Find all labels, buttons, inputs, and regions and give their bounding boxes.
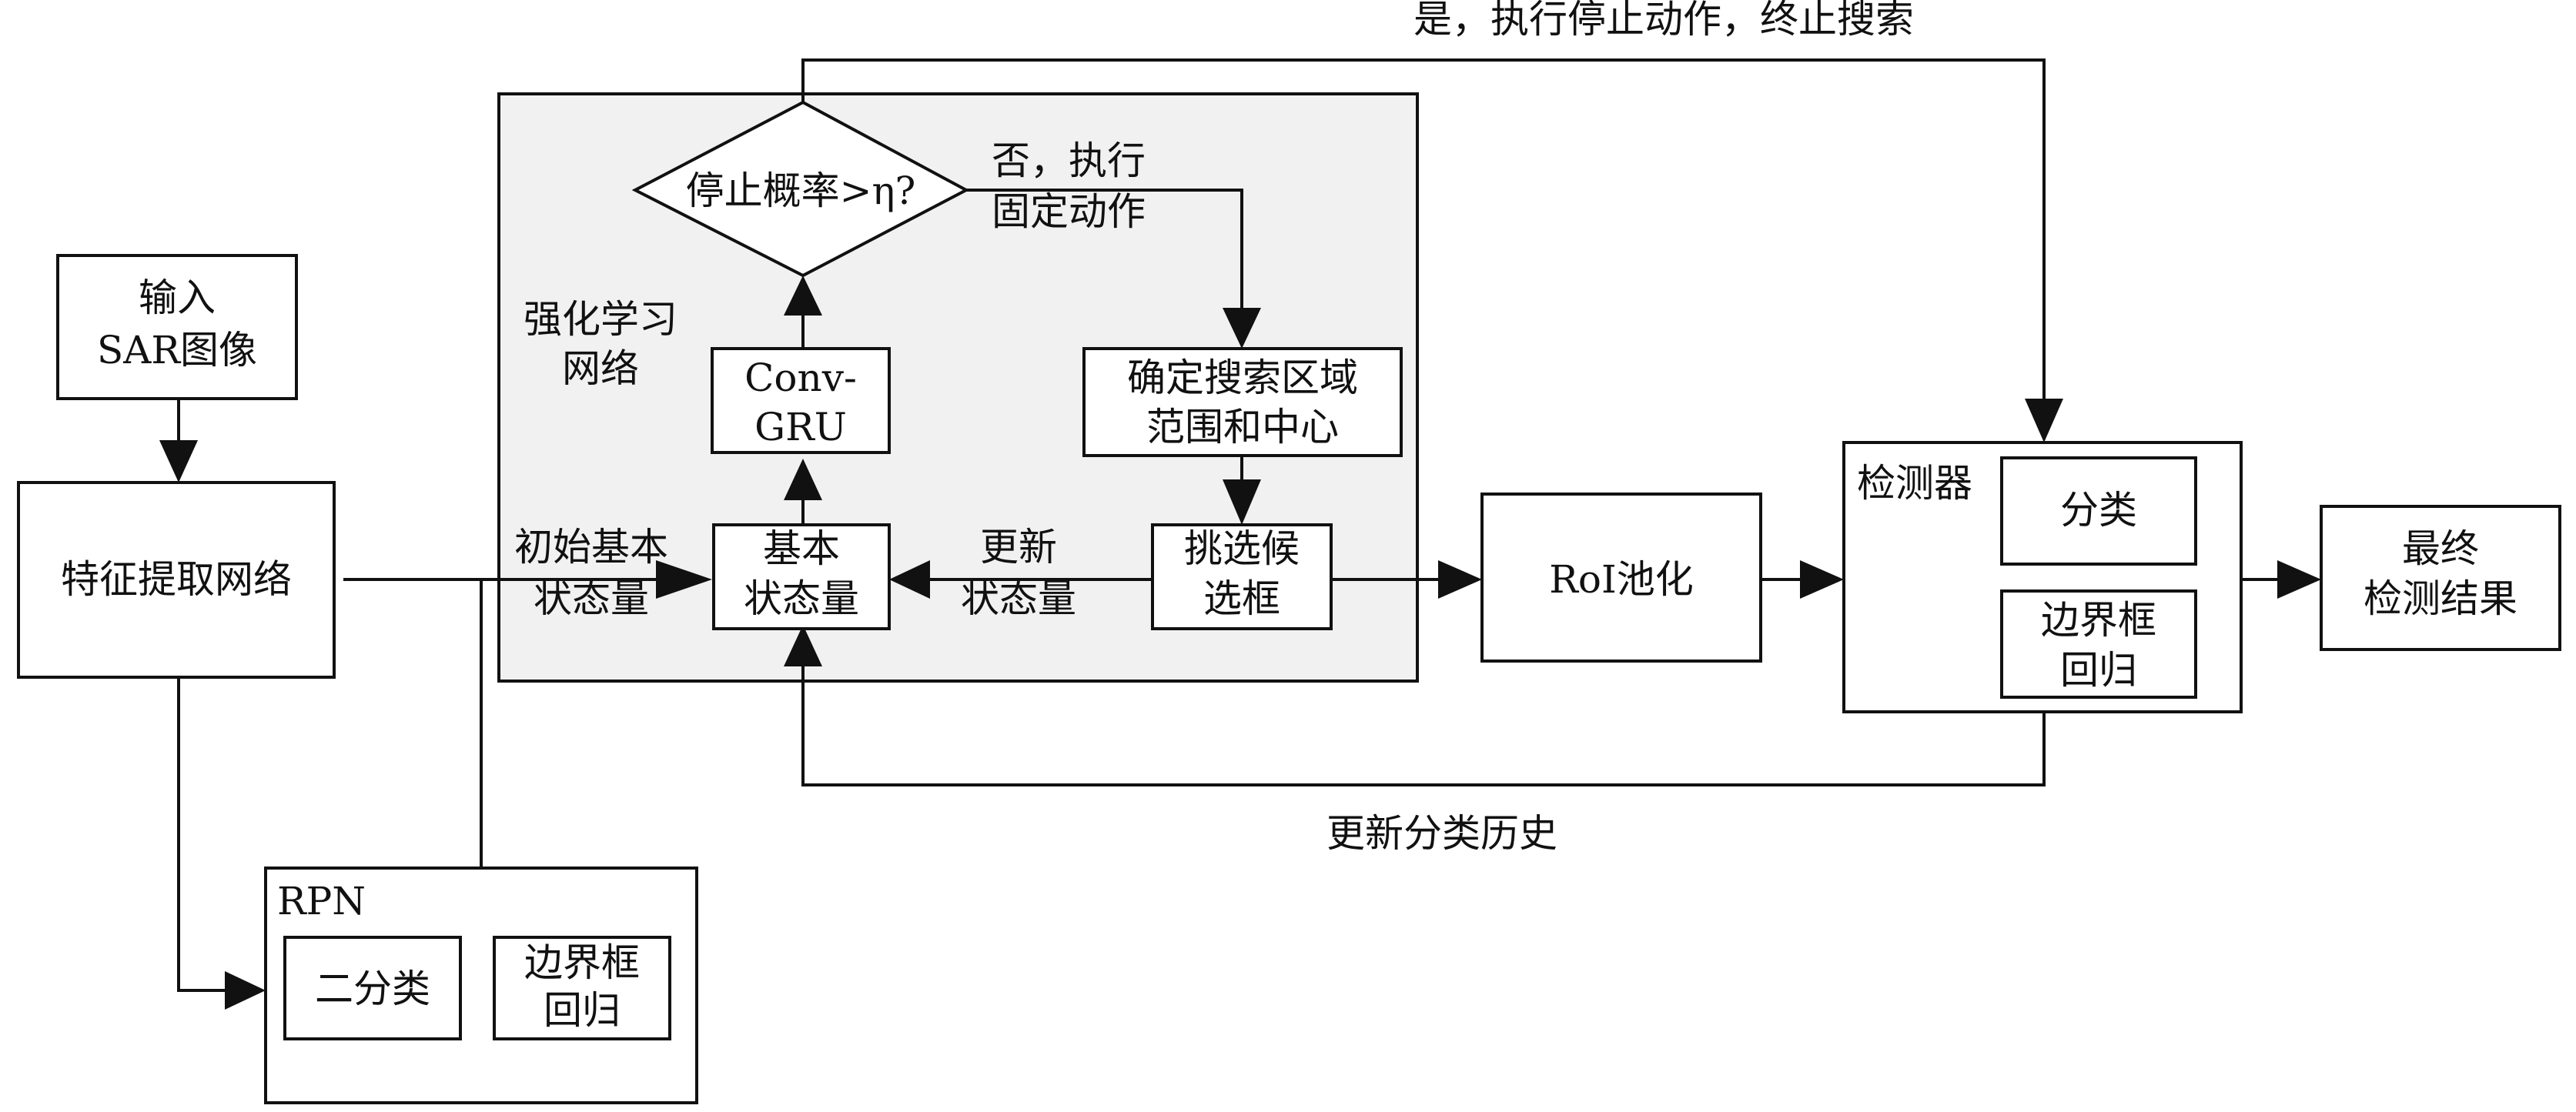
arrow-to-rpn (225, 971, 266, 1010)
detector-bbox-reg-box (2000, 589, 2197, 699)
arrow-update-state (889, 560, 930, 599)
rpn-binary-cls-label: 二分类 (315, 967, 430, 1011)
basic-state-label-2: 状态量 (744, 576, 859, 621)
arrow-to-basic-state (656, 560, 712, 599)
conv-gru-box (711, 347, 891, 454)
select-candidates-box (1151, 523, 1333, 630)
rpn-binary-cls-box (283, 936, 462, 1040)
edge-label-no-fixed-2: 固定动作 (992, 189, 1146, 234)
input-box (56, 254, 298, 400)
detector-cls-label: 分类 (2060, 488, 2137, 533)
search-region-label-1: 确定搜索区域 (1127, 356, 1358, 400)
conv-gru-label-2: GRU (754, 405, 847, 449)
final-result-label-1: 最终 (2402, 526, 2479, 571)
feature-net-box (17, 481, 336, 679)
detector-cls-box (2000, 456, 2197, 566)
arrow-to-diamond (784, 275, 822, 316)
arrow-to-roi (1438, 560, 1482, 599)
rl-network-label-2: 网络 (562, 346, 639, 391)
connectors (177, 58, 2283, 992)
search-region-label-2: 范围和中心 (1146, 405, 1339, 449)
detector-title: 检测器 (1857, 461, 1972, 506)
rpn-bbox-reg-label-2: 回归 (544, 988, 621, 1033)
edge-label-initial-state-1: 初始基本 (514, 525, 668, 569)
arrowheads (159, 275, 2321, 1010)
edge-label-update-history: 更新分类历史 (1326, 811, 1557, 856)
rl-network-label-1: 强化学习 (524, 297, 677, 342)
search-region-box (1082, 347, 1403, 457)
arrow-to-final (2277, 560, 2321, 599)
arrow-to-select-candidates (1223, 479, 1261, 525)
conv-gru-label-1: Conv- (744, 356, 857, 400)
final-result-box (2320, 505, 2561, 651)
rpn-title: RPN (277, 879, 366, 923)
arrow-stop-to-detector (2025, 399, 2063, 442)
arrow-to-conv-gru (784, 459, 822, 500)
rpn-bbox-reg-label-1: 边界框 (524, 940, 640, 985)
final-result-label-2: 检测结果 (2364, 576, 2517, 621)
arrow-to-search-region (1223, 308, 1261, 349)
detector-bbox-reg-label-1: 边界框 (2041, 598, 2156, 643)
edge-label-update-state-1: 更新 (980, 525, 1057, 569)
feature-net-label: 特征提取网络 (61, 557, 292, 602)
input-label-2: SAR图像 (97, 328, 257, 372)
basic-state-box (712, 523, 891, 630)
edge-label-update-state-2: 状态量 (961, 576, 1076, 621)
select-candidates-label-2: 选框 (1203, 576, 1280, 621)
select-candidates-label-1: 挑选候 (1184, 526, 1300, 571)
rpn-bbox-reg-box (493, 936, 671, 1040)
arrow-input-to-feature (159, 440, 198, 483)
detector-bbox-reg-label-2: 回归 (2060, 648, 2137, 693)
edge-label-no-fixed-1: 否，执行 (992, 139, 1146, 183)
basic-state-label-1: 基本 (763, 526, 840, 571)
arrow-to-detector (1800, 560, 1844, 599)
arrow-update-history (784, 625, 822, 666)
input-label-1: 输入 (139, 275, 216, 320)
roi-pool-label: RoI池化 (1549, 557, 1694, 602)
edge-label-initial-state-2: 状态量 (534, 576, 649, 621)
roi-pool-box (1480, 493, 1762, 663)
stop-decision-diamond (631, 100, 970, 278)
stop-decision-label: 停止概率>η? (686, 169, 916, 213)
edge-label-yes-stop: 是，执行停止动作，终止搜索 (1413, 0, 1914, 42)
